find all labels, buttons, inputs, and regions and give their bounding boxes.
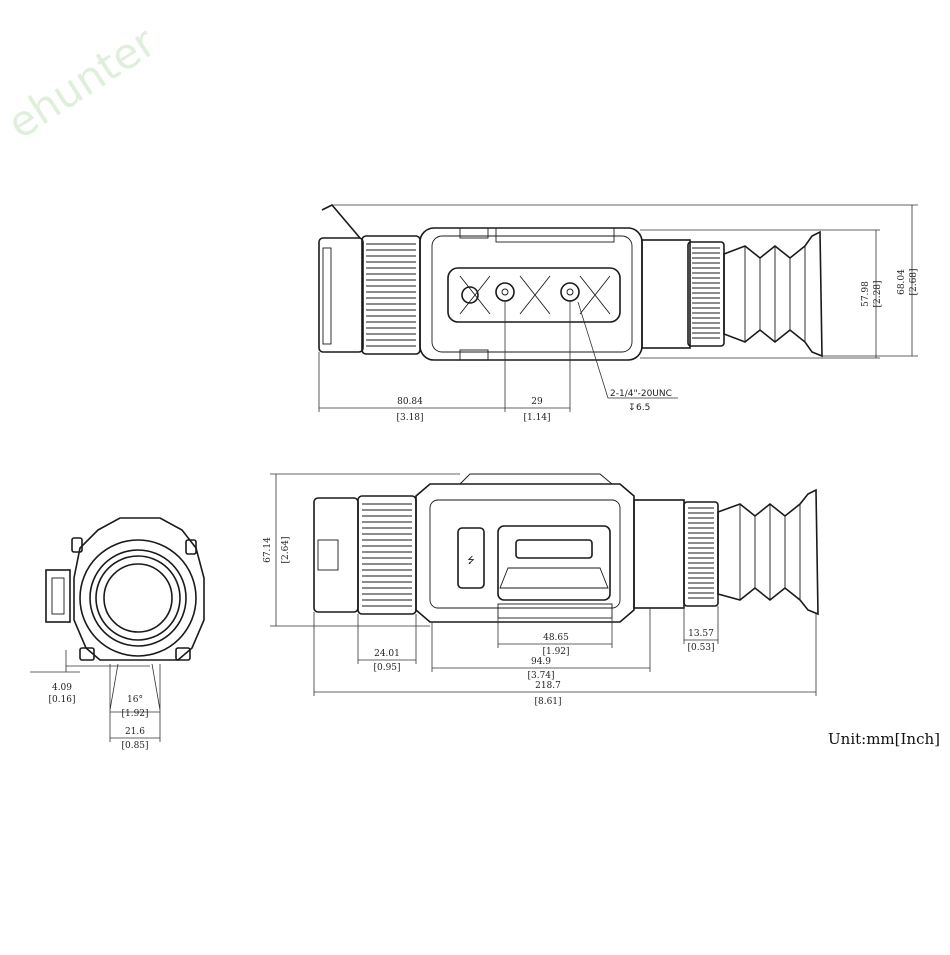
dim-front-offset-mm: 4.09 xyxy=(52,683,72,693)
mount-hole-1 xyxy=(495,282,515,302)
eyepiece-neck xyxy=(641,239,691,349)
dim-height-inner-mm: 57.98 xyxy=(861,281,871,307)
side-eyecup xyxy=(717,488,819,616)
thread-callout: 2-1/4"-20UNC xyxy=(610,389,672,399)
focus-ring xyxy=(361,235,421,355)
dim-d-in: [0.53] xyxy=(687,643,714,653)
lens-cap-hinge xyxy=(321,204,361,239)
dim-front-angle-mm: 16° xyxy=(127,695,143,705)
dim-left-mm: 80.84 xyxy=(397,397,423,407)
dim-height-inner-in: [2.28] xyxy=(873,280,883,307)
dim-front-width-in: [0.85] xyxy=(121,741,148,751)
dim-side-height-mm: 67.14 xyxy=(263,537,273,563)
dim-c-in: [3.74] xyxy=(527,671,554,681)
dim-front-offset-in: [0.16] xyxy=(48,695,75,705)
dim-height-outer-in: [2.68] xyxy=(909,268,919,295)
front-side-knob xyxy=(45,569,71,623)
dim-mount-in: [1.14] xyxy=(523,413,550,423)
dim-left-in: [3.18] xyxy=(396,413,423,423)
lens-cap xyxy=(318,237,364,353)
dim-front-width-mm: 21.6 xyxy=(125,727,145,737)
thread-depth-symbol: ↧ xyxy=(628,403,636,413)
dim-total-mm: 218.7 xyxy=(535,681,561,691)
side-scope-body xyxy=(415,483,635,623)
dim-c-mm: 94.9 xyxy=(531,657,551,667)
side-view: ⭍ 67.14 [2.64] 24.01 [0.95] 48.65 [1.92]… xyxy=(263,473,819,707)
logo-plate xyxy=(515,539,593,559)
mount-hole-2 xyxy=(560,282,580,302)
thread-depth: 6.5 xyxy=(636,403,650,413)
focus-ring-ribs xyxy=(366,243,416,347)
dim-height-outer-mm: 68.04 xyxy=(897,269,907,295)
watermark-text: ehunter xyxy=(0,17,165,149)
eyecup xyxy=(723,230,823,358)
unit-label: Unit:mm[Inch] xyxy=(828,730,940,748)
usb-icon: ⭍ xyxy=(467,555,475,566)
dim-d-mm: 13.57 xyxy=(688,629,714,639)
dim-mount-mm: 29 xyxy=(531,397,543,407)
front-lens xyxy=(103,563,173,633)
side-focus-ring xyxy=(357,495,417,615)
dim-total-in: [8.61] xyxy=(534,697,561,707)
dim-front-angle-in: [1.92] xyxy=(121,709,148,719)
dim-a-in: [0.95] xyxy=(373,663,400,673)
dim-side-height-in: [2.64] xyxy=(281,536,291,563)
usb-port-cover xyxy=(457,527,485,589)
front-view: 4.09 [0.16] 16° [1.92] 21.6 [0.85] xyxy=(30,517,205,751)
front-housing xyxy=(73,517,205,661)
scope-body xyxy=(419,227,643,361)
dim-a-mm: 24.01 xyxy=(374,649,400,659)
side-eyepiece-neck xyxy=(633,499,685,609)
side-lens-cap xyxy=(313,497,359,613)
top-view: 57.98 [2.28] 68.04 [2.68] 80.84 [3.18] 2… xyxy=(318,204,919,423)
front-outer-ring xyxy=(79,539,197,657)
side-panel xyxy=(497,525,611,601)
dim-b-mm: 48.65 xyxy=(543,633,569,643)
dim-b-in: [1.92] xyxy=(542,647,569,657)
mount-plate xyxy=(447,267,621,323)
